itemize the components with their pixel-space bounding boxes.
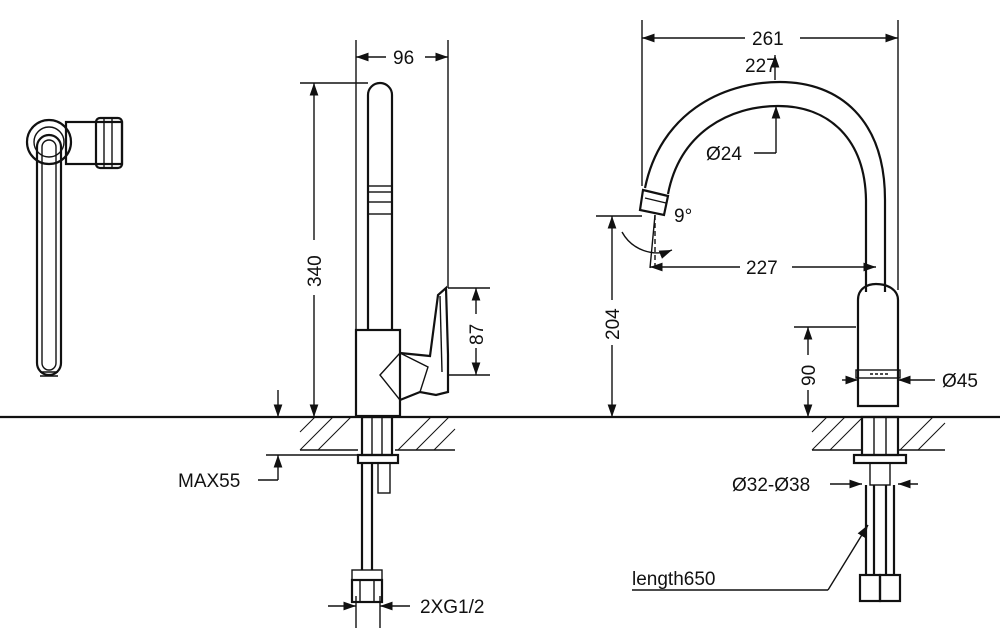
dim-340-label: 340 — [305, 255, 326, 287]
dim-227-reach: 227 — [650, 258, 876, 279]
dim-340: 340 — [300, 82, 368, 417]
dim-90: 90 — [794, 326, 856, 417]
dim-96: 96 — [355, 40, 449, 330]
dim-max55-label: MAX55 — [178, 471, 240, 492]
dim-max55: MAX55 — [178, 390, 358, 492]
dim-thread-label: 2XG1/2 — [420, 597, 484, 618]
dim-204-label: 204 — [603, 308, 624, 340]
dim-90-label: 90 — [799, 365, 820, 386]
front-view-faucet — [638, 80, 908, 603]
dim-hose-length: length650 — [632, 524, 869, 591]
top-view-faucet — [25, 116, 124, 377]
dim-227-arc: 227 — [745, 54, 780, 80]
counter-hatch-right — [811, 416, 946, 451]
dim-204: 204 — [596, 215, 642, 417]
dim-227-arc-label: 227 — [745, 56, 777, 77]
dim-angle-label: 9° — [674, 206, 692, 227]
dim-261: 261 — [641, 20, 899, 290]
dim-hose-length-label: length650 — [632, 569, 715, 590]
dim-d45: Ø45 — [842, 371, 978, 392]
side-view-faucet — [350, 81, 450, 604]
dim-227-reach-label: 227 — [746, 258, 778, 279]
counter-hatch-left — [299, 416, 456, 451]
dim-87: 87 — [448, 287, 490, 376]
dim-96-label: 96 — [393, 48, 414, 69]
dim-261-label: 261 — [752, 29, 784, 50]
dim-d32-38: Ø32-Ø38 — [732, 475, 918, 496]
dim-d24: Ø24 — [706, 106, 781, 165]
dim-d32-38-label: Ø32-Ø38 — [732, 475, 810, 496]
dim-d24-label: Ø24 — [706, 144, 742, 165]
dim-d45-label: Ø45 — [942, 371, 978, 392]
dim-thread: 2XG1/2 — [328, 596, 484, 628]
dim-87-label: 87 — [467, 324, 488, 345]
dim-angle: 9° — [621, 206, 692, 270]
